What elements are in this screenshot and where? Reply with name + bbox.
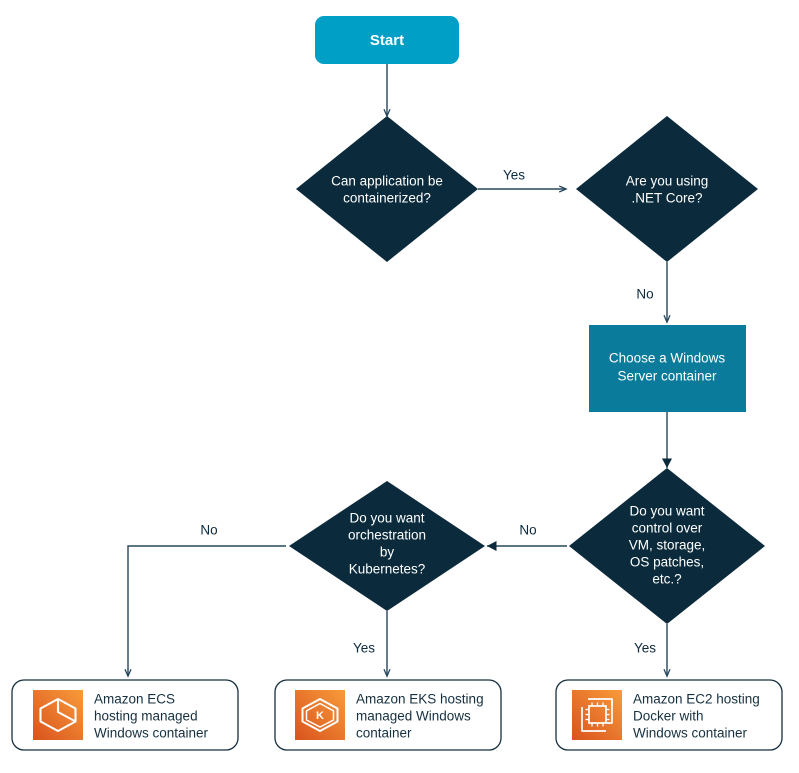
result-eks-line-1: Amazon EKS hosting bbox=[356, 692, 484, 707]
result-ec2-line-2: Docker with bbox=[633, 709, 704, 724]
decision-dotnet-line-1: Are you using bbox=[626, 174, 709, 189]
decision-control-shape bbox=[569, 468, 765, 624]
result-eks-line-3: container bbox=[356, 726, 412, 741]
node-result-amazon-eks[interactable]: K Amazon EKS hosting managed Windows con… bbox=[274, 679, 502, 751]
edge-kubernetes-no bbox=[128, 545, 286, 676]
decision-control-line-3: VM, storage, bbox=[629, 538, 706, 553]
decision-control-line-2: control over bbox=[632, 521, 703, 536]
result-eks-line-2: managed Windows bbox=[356, 709, 471, 724]
decision-control-line-1: Do you want bbox=[629, 504, 704, 519]
decision-kubernetes-line-3: by bbox=[380, 545, 395, 560]
result-ecs-line-1: Amazon ECS bbox=[94, 692, 175, 707]
result-ec2-line-1: Amazon EC2 hosting bbox=[633, 692, 760, 707]
amazon-eks-icon: K bbox=[295, 690, 345, 740]
decision-kubernetes-line-2: orchestration bbox=[348, 528, 426, 543]
result-ec2-line-3: Windows container bbox=[633, 726, 748, 741]
edge-label-kubernetes-yes: Yes bbox=[353, 641, 375, 656]
decision-containerize-shape bbox=[296, 116, 478, 262]
edge-label-kubernetes-no: No bbox=[200, 523, 217, 538]
result-ecs-line-2: hosting managed bbox=[94, 709, 198, 724]
decision-kubernetes-shape bbox=[289, 481, 485, 611]
node-decision-can-containerize[interactable]: Can application be containerized? bbox=[296, 116, 478, 262]
amazon-ecs-icon bbox=[33, 690, 83, 740]
svg-text:K: K bbox=[316, 710, 324, 722]
node-result-amazon-ecs[interactable]: Amazon ECS hosting managed Windows conta… bbox=[11, 679, 239, 751]
node-start[interactable]: Start bbox=[315, 16, 459, 64]
process-line-2: Server container bbox=[617, 369, 717, 384]
edge-label-control-no: No bbox=[519, 523, 536, 538]
decision-control-line-4: OS patches, bbox=[630, 555, 704, 570]
amazon-ec2-icon bbox=[572, 690, 622, 740]
edge-label-control-yes: Yes bbox=[634, 641, 656, 656]
decision-containerize-line-1: Can application be bbox=[331, 174, 443, 189]
start-box-shape bbox=[315, 16, 459, 64]
node-decision-orchestration-kubernetes[interactable]: Do you want orchestration by Kubernetes? bbox=[289, 481, 485, 611]
node-decision-dotnet-core[interactable]: Are you using .NET Core? bbox=[576, 116, 758, 262]
node-process-choose-windows-server-container[interactable]: Choose a Windows Server container bbox=[589, 325, 746, 412]
edge-label-dotnet-no: No bbox=[636, 287, 653, 302]
edge-label-containerize-yes: Yes bbox=[503, 168, 525, 183]
decision-dotnet-shape bbox=[576, 116, 758, 262]
node-result-amazon-ec2[interactable]: Amazon EC2 hosting Docker with Windows c… bbox=[555, 679, 783, 751]
decision-kubernetes-line-1: Do you want bbox=[349, 511, 424, 526]
decision-control-line-5: etc.? bbox=[652, 572, 681, 587]
process-box-shape bbox=[589, 325, 746, 412]
node-decision-control-over-vm[interactable]: Do you want control over VM, storage, OS… bbox=[569, 468, 765, 624]
start-label: Start bbox=[370, 32, 404, 49]
decision-dotnet-line-2: .NET Core? bbox=[631, 191, 702, 206]
decision-kubernetes-line-4: Kubernetes? bbox=[349, 562, 426, 577]
result-ecs-line-3: Windows container bbox=[94, 726, 209, 741]
decision-containerize-line-2: containerized? bbox=[343, 191, 431, 206]
process-line-1: Choose a Windows bbox=[609, 351, 726, 366]
